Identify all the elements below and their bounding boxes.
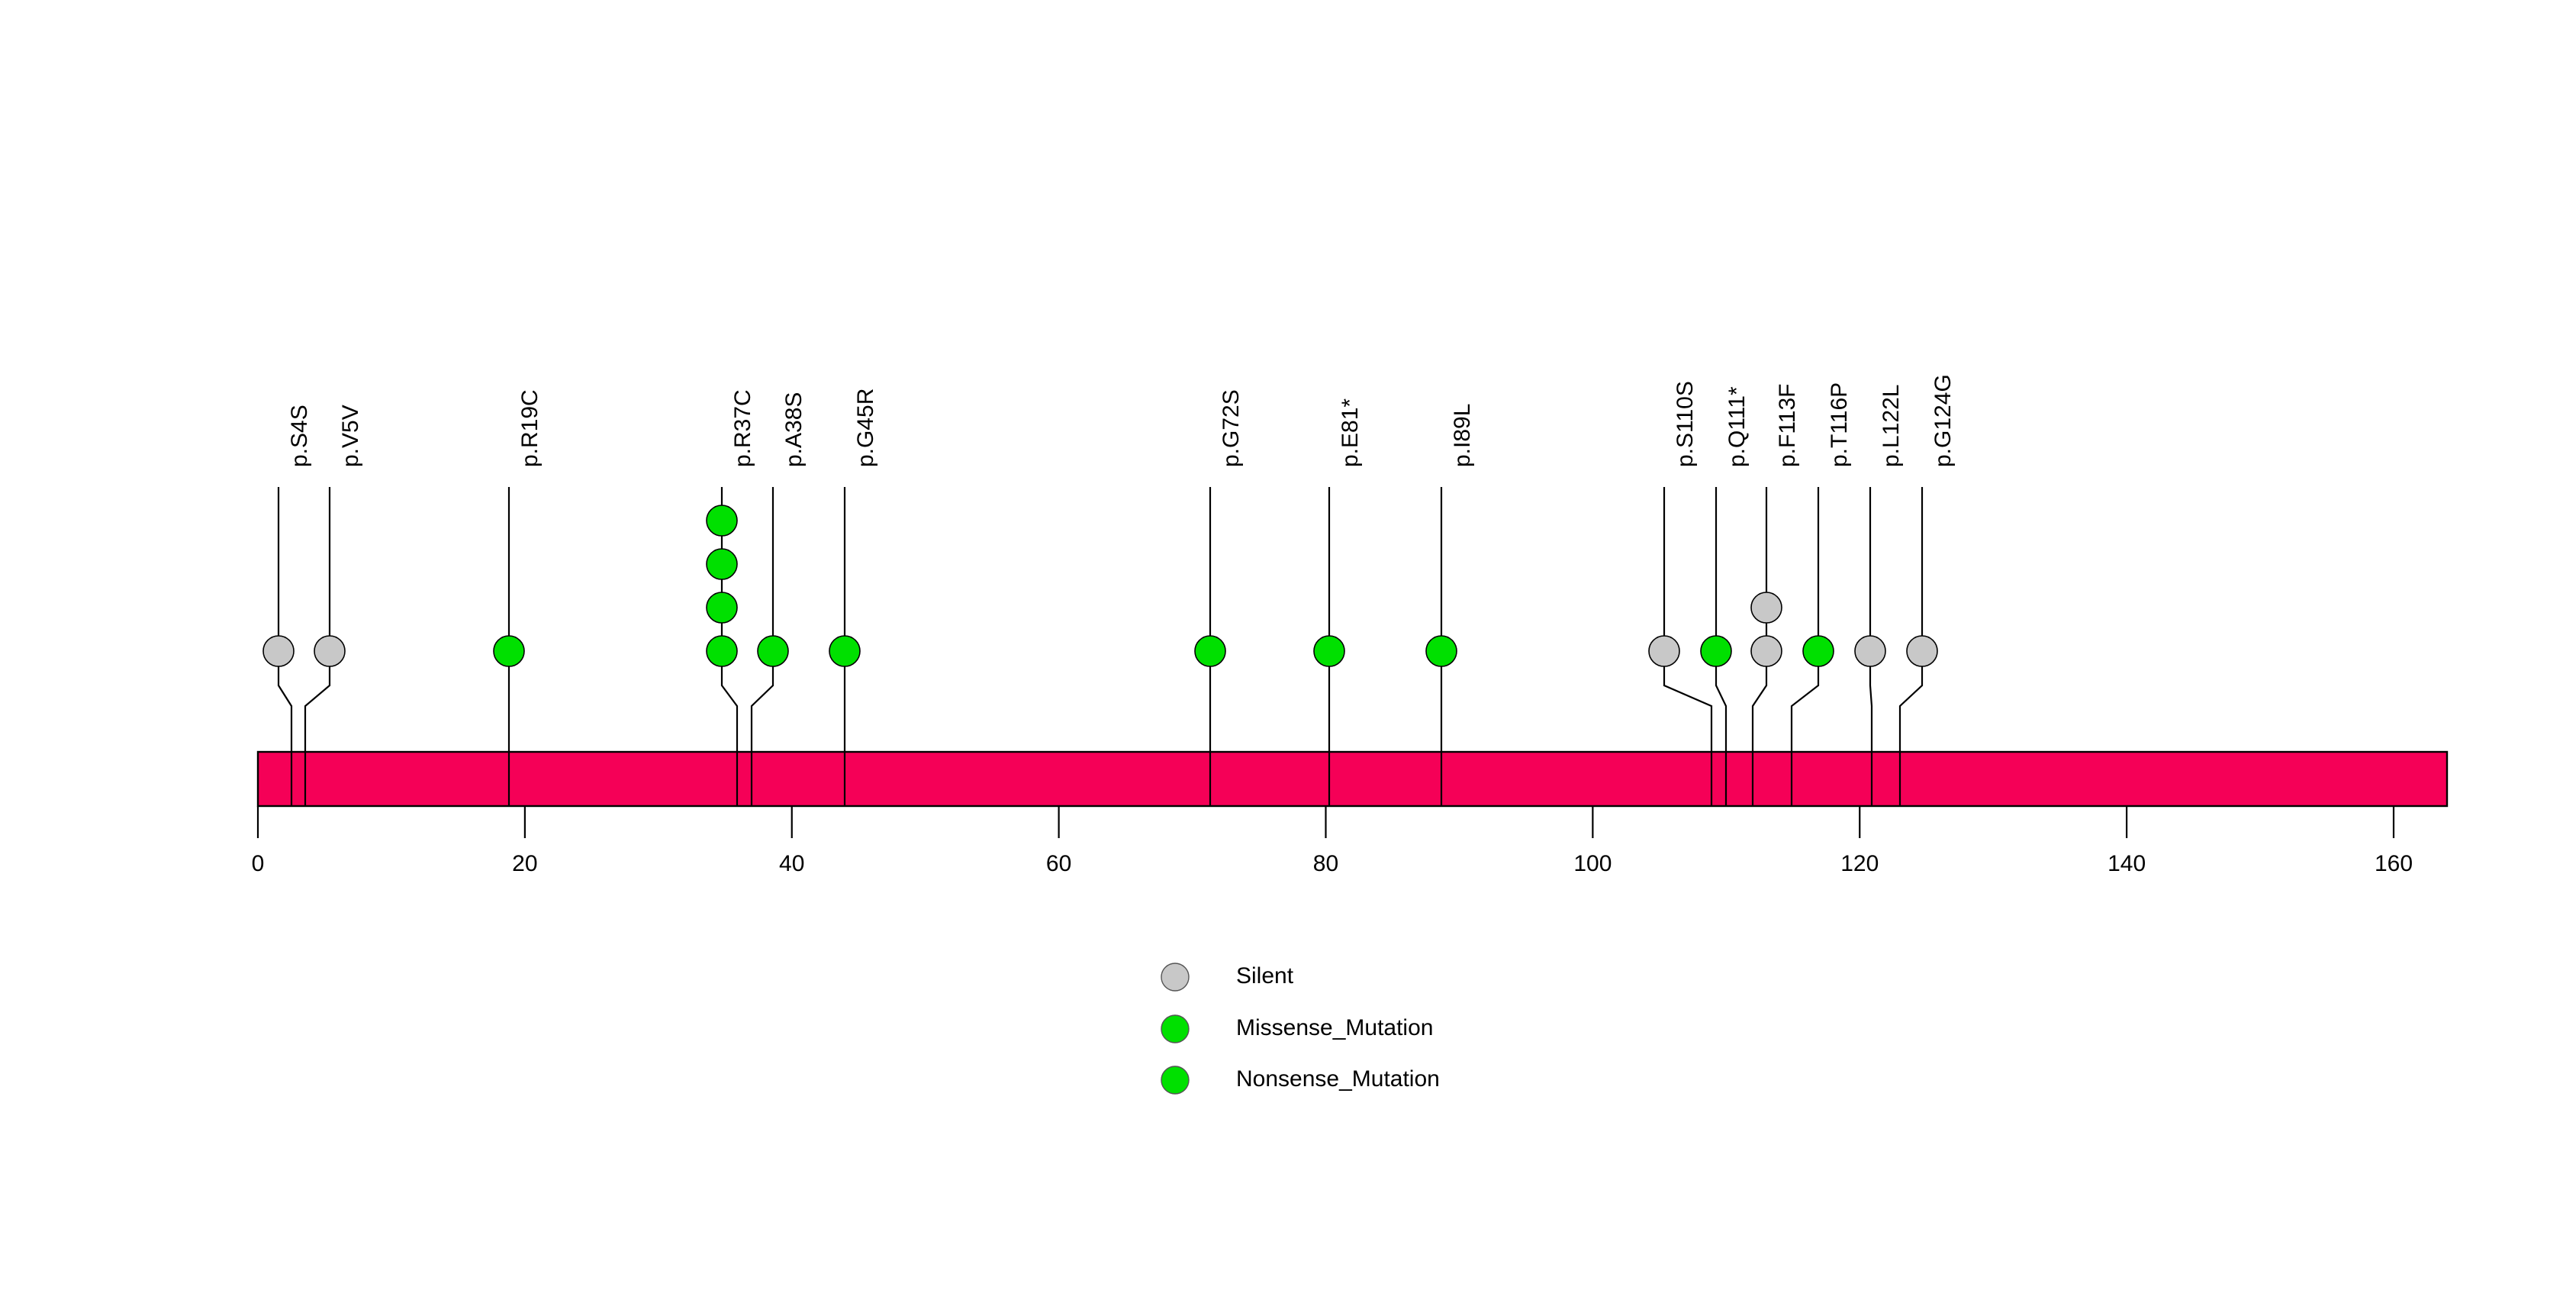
legend-label: Missense_Mutation <box>1236 1015 1434 1040</box>
mutation-marker[interactable] <box>706 505 738 537</box>
axis-tick-label: 0 <box>251 851 265 876</box>
mutation-label: p.Q111* <box>1724 386 1750 467</box>
mutation-label: p.G72S <box>1219 389 1244 467</box>
axis-tick-label: 100 <box>1573 851 1612 876</box>
mutation-label: p.G124G <box>1930 374 1956 467</box>
mutation-marker[interactable] <box>706 635 738 667</box>
mutation-label: p.G45R <box>853 388 878 467</box>
legend-label: Nonsense_Mutation <box>1236 1066 1440 1092</box>
mutation-marker[interactable] <box>1425 635 1457 667</box>
mutation-label: p.T116P <box>1827 382 1852 467</box>
mutation-marker[interactable] <box>829 635 861 667</box>
mutation-marker[interactable] <box>1750 635 1782 667</box>
axis-tick-label: 120 <box>1840 851 1879 876</box>
legend-swatch[interactable] <box>1161 963 1190 992</box>
mutation-marker[interactable] <box>262 635 295 667</box>
mutation-label: p.S4S <box>287 405 312 467</box>
mutation-label: p.F113F <box>1775 383 1800 468</box>
axis-tick-label: 160 <box>2374 851 2413 876</box>
mutation-marker[interactable] <box>1750 592 1782 624</box>
mutation-marker[interactable] <box>706 592 738 624</box>
mutation-marker[interactable] <box>1194 635 1226 667</box>
legend-label: Silent <box>1236 963 1294 988</box>
legend-swatch[interactable] <box>1161 1066 1190 1095</box>
mutation-label: p.S110S <box>1673 381 1698 467</box>
mutation-marker[interactable] <box>706 548 738 580</box>
mutation-label: p.E81* <box>1338 398 1363 467</box>
mutation-label: p.I89L <box>1450 403 1475 467</box>
mutation-marker[interactable] <box>1906 635 1938 667</box>
mutation-label: p.V5V <box>338 405 363 467</box>
mutation-marker[interactable] <box>314 635 346 667</box>
mutation-label: p.L122L <box>1879 384 1904 467</box>
mutation-marker[interactable] <box>493 635 525 667</box>
mutation-marker[interactable] <box>1313 635 1345 667</box>
axis-tick-label: 80 <box>1312 851 1339 876</box>
axis-tick-label: 20 <box>512 851 538 876</box>
axis-tick-label: 140 <box>2107 851 2146 876</box>
mutation-marker[interactable] <box>1700 635 1732 667</box>
legend-swatch[interactable] <box>1161 1014 1190 1043</box>
protein-domain-bar[interactable] <box>256 750 2449 808</box>
mutation-label: p.A38S <box>781 392 807 467</box>
mutation-label: p.R37C <box>730 389 755 467</box>
axis-tick-label: 60 <box>1045 851 1072 876</box>
mutation-marker[interactable] <box>757 635 789 667</box>
axis-tick-label: 40 <box>779 851 805 876</box>
mutation-marker[interactable] <box>1854 635 1886 667</box>
mutation-label: p.R19C <box>517 389 543 467</box>
mutation-marker[interactable] <box>1802 635 1834 667</box>
mutation-marker[interactable] <box>1648 635 1680 667</box>
